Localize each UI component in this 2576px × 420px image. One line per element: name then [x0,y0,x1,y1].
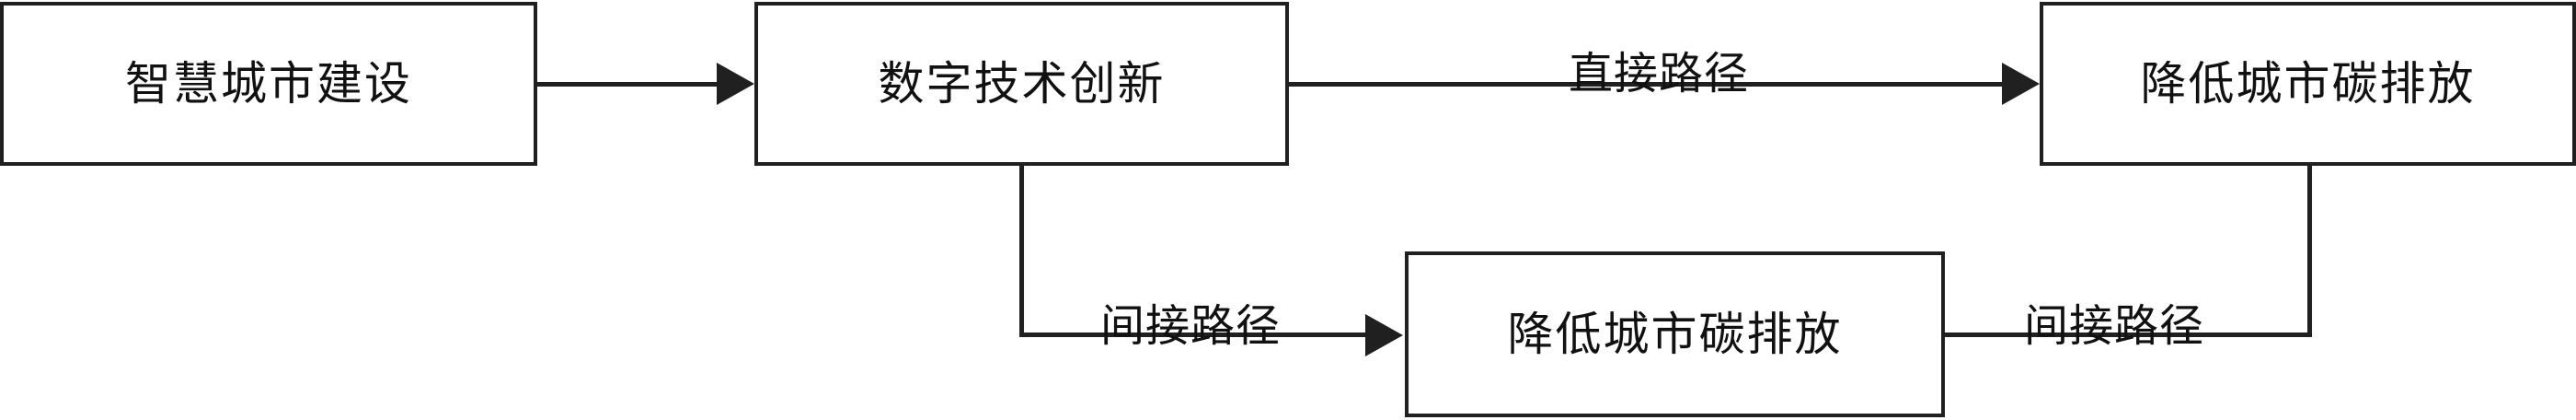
arrow-right-icon [1365,314,1403,356]
arrow-right-icon [2002,63,2040,105]
node-digital-tech-label: 数字技术创新 [878,57,1166,111]
edge-mediator-to-reduce-carbon-horizontal-line [1943,332,2312,337]
node-smart-city[interactable]: 智慧城市建设 [0,2,537,166]
edge-digital-tech-to-mediator-horizontal-line [1019,332,1367,337]
node-reduce-carbon-label: 降低城市碳排放 [2140,57,2476,111]
node-reduce-carbon-secondary-label: 降低城市碳排放 [1507,308,1843,361]
edge-digital-tech-to-mediator-vertical-line [1019,164,1024,337]
edge-digital-tech-to-reduce-carbon-line [1288,82,2005,87]
edge-label-indirect-path-second: 间接路径 [2024,300,2205,352]
edge-label-indirect-path-first: 间接路径 [1100,300,1282,352]
node-reduce-carbon-secondary[interactable]: 降低城市碳排放 [1405,251,1945,417]
edge-mediator-to-reduce-carbon-vertical-line [2307,166,2312,336]
edge-smart-city-to-digital-tech-line [536,82,720,87]
arrow-right-icon [717,63,754,105]
node-smart-city-label: 智慧城市建设 [125,57,412,111]
node-digital-tech[interactable]: 数字技术创新 [754,2,1289,166]
node-reduce-carbon[interactable]: 降低城市碳排放 [2040,2,2576,166]
edge-label-direct-path: 直接路径 [1569,48,1750,99]
